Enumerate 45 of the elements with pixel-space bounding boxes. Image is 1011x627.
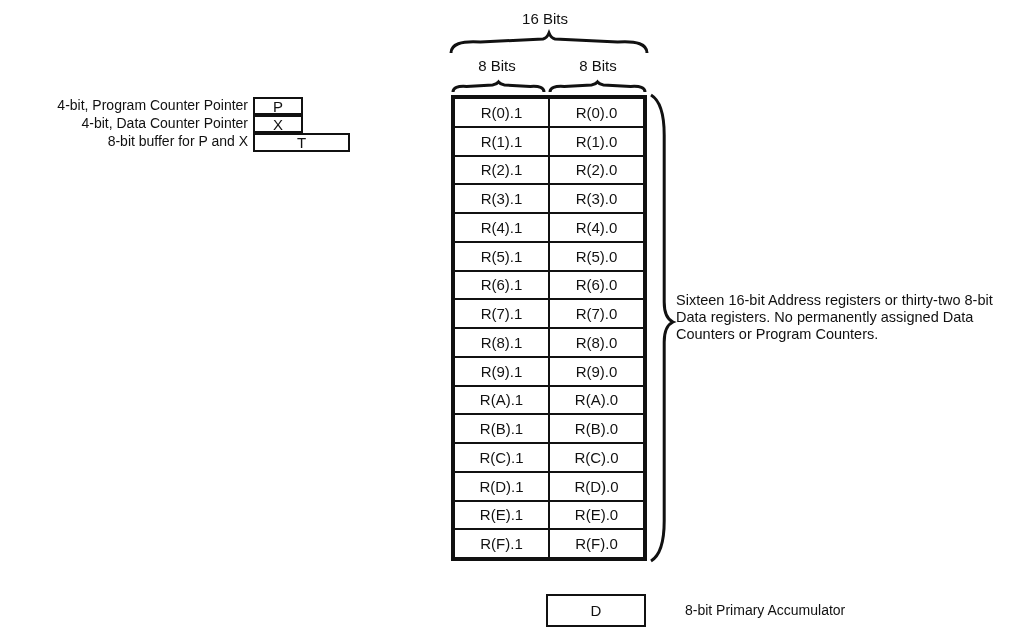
register-cell: R(9).1 xyxy=(454,356,549,386)
description-paragraph: Sixteen 16-bit Address registers or thirty-two 8-bit Data registers. No permanently assigned Data Counters or Program Counters. xyxy=(676,292,994,343)
register-description: 8-bit buffer for P and X xyxy=(107,133,248,149)
register-cell: R(2).0 xyxy=(549,155,644,185)
register-cell: R(C).0 xyxy=(549,443,644,472)
register-cell: R(9).0 xyxy=(549,356,644,386)
bit-width-label: 8 Bits xyxy=(477,57,517,74)
register-cell: R(6).1 xyxy=(454,270,549,300)
register-description: 4-bit, Data Counter Pointer xyxy=(81,115,248,131)
register-cell: R(7).1 xyxy=(454,299,549,328)
register-cell: R(2).1 xyxy=(454,155,549,185)
register-cell: R(F).0 xyxy=(549,529,644,558)
register-cell: R(8).0 xyxy=(549,328,644,357)
register-cell: R(3).1 xyxy=(454,184,549,213)
register-cell: R(E).1 xyxy=(454,500,549,530)
register-table xyxy=(451,95,647,561)
register-cell: R(1).1 xyxy=(454,126,549,156)
register-box: T xyxy=(253,133,350,152)
register-cell: R(4).0 xyxy=(549,213,644,242)
register-cell: R(7).0 xyxy=(549,299,644,328)
register-box: X xyxy=(253,115,303,133)
register-cell: R(1).0 xyxy=(549,126,644,156)
register-cell: R(3).0 xyxy=(549,184,644,213)
register-description: 4-bit, Program Counter Pointer xyxy=(57,97,248,113)
register-box: D xyxy=(546,594,646,627)
register-cell: R(0).1 xyxy=(454,98,549,127)
register-cell: R(8).1 xyxy=(454,328,549,357)
register-cell: R(A).0 xyxy=(549,385,644,415)
register-cell: R(E).0 xyxy=(549,500,644,530)
bit-width-label: 8 Bits xyxy=(578,57,618,74)
register-cell: R(D).0 xyxy=(549,471,644,501)
register-cell: R(B).0 xyxy=(549,414,644,443)
bit-width-label: 16 Bits xyxy=(521,10,569,27)
register-cell: R(D).1 xyxy=(454,471,549,501)
register-cell: R(4).1 xyxy=(454,213,549,242)
register-cell: R(0).0 xyxy=(549,98,644,127)
register-cell: R(B).1 xyxy=(454,414,549,443)
register-cell: R(C).1 xyxy=(454,443,549,472)
register-box: P xyxy=(253,97,303,115)
register-cell: R(6).0 xyxy=(549,270,644,300)
register-description: 8-bit Primary Accumulator xyxy=(685,602,846,618)
register-cell: R(5).1 xyxy=(454,241,549,271)
register-cell: R(5).0 xyxy=(549,241,644,271)
register-cell: R(A).1 xyxy=(454,385,549,415)
register-cell: R(F).1 xyxy=(454,529,549,558)
